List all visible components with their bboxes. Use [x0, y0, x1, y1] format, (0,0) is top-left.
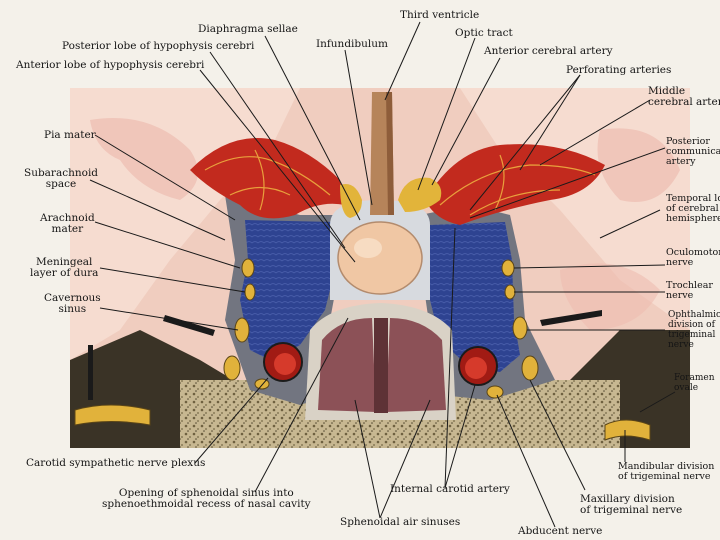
label-pia-mater: Pia mater [44, 129, 96, 141]
cranial-nerves-left [223, 258, 256, 381]
sphenoid-septum [374, 318, 388, 413]
label-optic-tract: Optic tract [455, 27, 513, 39]
label-trochlear-nerve: Trochlear nerve [666, 280, 713, 301]
sphenoidal-air-sinus-right [386, 318, 446, 412]
sphenoidal-air-sinus-left [318, 318, 376, 412]
pituitary-gland [337, 221, 423, 295]
artery-vessels-left [204, 149, 331, 211]
cavernous-sinus-left [240, 220, 340, 360]
artery-vessels-right [439, 154, 596, 216]
label-anterior-cerebral-artery: Anterior cerebral artery [484, 45, 613, 57]
infundibulum-edge [386, 92, 394, 215]
label-temporal-lobe: Temporal lobe of cerebral hemisphere [666, 193, 720, 224]
label-infundibulum: Infundibulum [316, 38, 388, 50]
label-cavernous-sinus: Cavernous sinus [44, 292, 101, 315]
abducent-nerve-left [254, 378, 270, 390]
label-sphenoidal-opening: Opening of sphenoidal sinus into sphenoe… [102, 487, 311, 510]
cortex-fold-right [597, 128, 680, 202]
label-anterior-lobe: Anterior lobe of hypophysis cerebri [16, 59, 205, 71]
label-meningeal-layer: Meningeal layer of dura [30, 256, 99, 279]
label-arachnoid-mater: Arachnoid mater [40, 212, 95, 235]
label-foramen-ovale: Foramen ovale [674, 373, 715, 393]
internal-carotid-right-lumen [465, 357, 487, 379]
mandibular-nerve-left [74, 404, 151, 426]
internal-carotid-left-lumen [274, 353, 296, 375]
optic-tract-right [398, 177, 442, 212]
label-perforating-arteries: Perforating arteries [566, 64, 672, 76]
leader-lines [89, 21, 676, 528]
cranial-nerves-right [486, 259, 539, 399]
cortex-bar-left [88, 345, 93, 400]
pituitary-highlight [354, 238, 382, 258]
label-third-ventricle: Third ventricle [400, 9, 480, 21]
cavernous-sinus-right [430, 222, 520, 372]
label-posterior-communicating-artery: Posterior communicating artery [666, 136, 720, 167]
label-internal-carotid-artery: Internal carotid artery [390, 483, 510, 495]
label-subarachnoid-space: Subarachnoid space [24, 167, 99, 190]
label-mandibular-division: Mandibular division of trigeminal nerve [618, 461, 715, 482]
label-posterior-lobe: Posterior lobe of hypophysis cerebri [62, 40, 255, 52]
middle-cerebral-artery-right [425, 144, 605, 225]
label-carotid-plexus: Carotid sympathetic nerve plexus [26, 457, 206, 469]
label-middle-cerebral-artery: Middle cerebral artery [648, 85, 720, 108]
label-diaphragma-sellae: Diaphragma sellae [198, 23, 298, 35]
cortex-fold-left [90, 118, 198, 200]
label-oculomotor-nerve: Oculomotor nerve [666, 247, 720, 268]
mandibular-nerve [604, 419, 651, 441]
label-ophthalmic-division: Ophthalmic division of trigeminal nerve [668, 310, 720, 350]
label-sphenoidal-air-sinuses: Sphenoidal air sinuses [340, 516, 461, 528]
label-abducent-nerve: Abducent nerve [518, 525, 603, 537]
label-maxillary-division: Maxillary division of trigeminal nerve [580, 493, 683, 516]
middle-cerebral-artery-left [190, 138, 345, 219]
cortex-bar-right [540, 310, 602, 326]
